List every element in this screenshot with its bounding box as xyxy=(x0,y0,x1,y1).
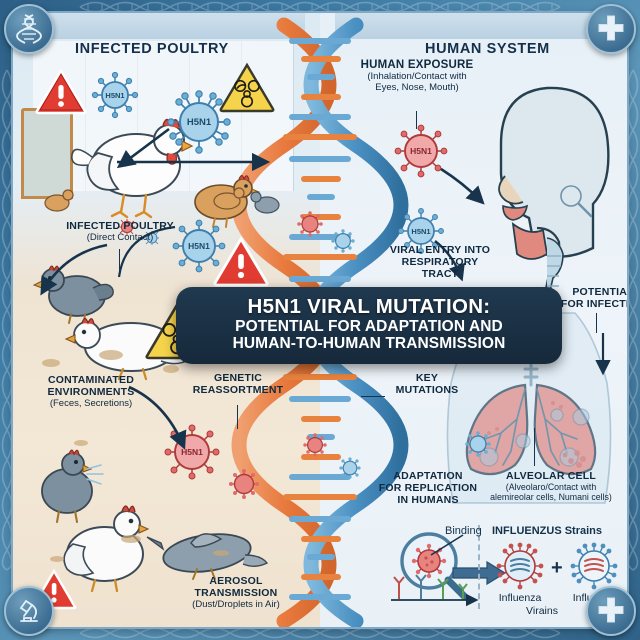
label-infected-poultry-sub: (Direct Contact) xyxy=(86,231,154,243)
arrow-exposure-to-entry xyxy=(440,167,485,205)
medical-cross-icon-badge-top-right xyxy=(586,4,636,54)
virus-particle-h5n1-top-left: H5N1 xyxy=(91,71,139,119)
virus-particle-small-e xyxy=(229,469,259,499)
label-human-exposure-sub1: (Inhalation/Contact with xyxy=(367,70,467,82)
chicken-illustration-sick-gray xyxy=(32,265,114,324)
label-human-exposure: HUMAN EXPOSURE (Inhalation/Contact with … xyxy=(339,59,495,93)
influenza-strain-blue-icon xyxy=(570,542,618,590)
leader-line-potential-infection xyxy=(596,313,597,333)
label-genetic-reassortment: GENETIC REASSORTMENT xyxy=(175,372,301,397)
title-banner-line2: POTENTIAL FOR ADAPTATION AND xyxy=(235,317,503,335)
dead-bird-illustration xyxy=(146,533,269,580)
label-alveolar-cell: ALVEOLAR CELL (Alveolaro/Contact with al… xyxy=(451,470,627,502)
leader-line-alveolar xyxy=(534,428,535,466)
biohazard-icon-top xyxy=(219,62,275,113)
medical-cross-icon-badge-bottom-right xyxy=(586,586,636,636)
label-adaptation-l2: FOR REPLICATION xyxy=(378,481,478,494)
label-human-exposure-title: HUMAN EXPOSURE xyxy=(360,59,474,71)
warning-triangle-icon-top-left xyxy=(35,68,87,115)
virus-particle-small-d xyxy=(339,457,361,479)
label-adaptation-l3: IN HUMANS xyxy=(397,493,459,506)
leader-line-key-mutations xyxy=(361,396,385,397)
influenza-strain-red-icon xyxy=(496,542,544,590)
leader-line-infected-poultry xyxy=(119,249,120,275)
label-key-mutations-l1: KEY xyxy=(415,372,439,384)
virus-particle-small-c xyxy=(303,433,327,457)
infographic-card: INFECTED POULTRY HUMAN SYSTEM xyxy=(13,13,627,627)
label-aerosol-transmission: AEROSOL TRANSMISSION (Dust/Droplets in A… xyxy=(161,575,311,610)
label-contaminated-l1: CONTAMINATED xyxy=(47,374,134,386)
right-header-band xyxy=(335,13,627,39)
virus-particle-small-g xyxy=(119,219,135,235)
label-key-mutations: KEY MUTATIONS xyxy=(379,372,475,397)
label-aerosol-l2: TRANSMISSION xyxy=(194,586,278,599)
medical-cross-icon xyxy=(598,597,624,623)
label-adaptation: ADAPTATION FOR REPLICATION IN HUMANS xyxy=(363,470,493,506)
label-potential-infection-l1: POTENTIAL xyxy=(572,286,627,298)
microscope-icon-badge-bottom-left xyxy=(4,586,54,636)
arrow-horizontal-ground xyxy=(117,152,271,172)
label-alveolar-sub2: alemireolar cells, Numani cells) xyxy=(490,491,612,502)
label-alveolar-sub1: (Alveolaro/Contact with xyxy=(505,481,597,492)
label-contaminated-l2: ENVIRONMENTS xyxy=(47,385,135,398)
label-viral-entry-l2: RESPIRATORY xyxy=(401,255,479,268)
label-aerosol-sub: (Dust/Droplets in Air) xyxy=(192,598,280,610)
section-title-left: INFECTED POULTRY xyxy=(75,41,229,57)
plus-sign-strains: + xyxy=(551,557,563,579)
dna-helix-icon-badge xyxy=(4,4,54,54)
label-human-exposure-sub2: Eyes, Nose, Mouth) xyxy=(375,81,459,93)
label-viral-entry-l1: VIRAL ENTRY INTO xyxy=(389,244,491,256)
title-banner-line1: H5N1 VIRAL MUTATION: xyxy=(247,295,491,318)
virus-particle-small-a xyxy=(297,211,323,237)
label-alveolar-title: ALVEOLAR CELL xyxy=(506,470,596,482)
virus-particle-small-f xyxy=(465,431,491,457)
ground-birds-cluster xyxy=(44,187,280,214)
label-binding: Binding xyxy=(445,525,482,537)
label-key-mutations-l2: MUTATIONS xyxy=(395,383,459,396)
arrow-infected-to-contaminated xyxy=(40,243,108,296)
warning-triangle-icon-mid-left xyxy=(213,236,269,287)
microscope-icon xyxy=(19,599,38,622)
label-influenza-strains: INFLUENZUS Strains xyxy=(492,525,603,537)
cell-receptors xyxy=(391,574,479,607)
leader-line-genetic xyxy=(237,405,238,429)
arrow-contaminated-to-aerosol xyxy=(128,385,187,450)
label-influenza-a-l1: Influenza xyxy=(498,592,542,604)
label-genetic-l2: REASSORTMENT xyxy=(192,383,284,396)
leader-line-binding xyxy=(430,534,464,556)
left-header-band xyxy=(13,13,305,39)
arrow-potential-infection-down xyxy=(595,333,611,376)
label-contaminated-sub: (Feces, Secretions) xyxy=(49,397,133,409)
lungs-illustration xyxy=(465,341,597,476)
label-viral-entry-l3: TRACT xyxy=(421,267,459,280)
label-infected-poultry-title: INFECTED POULTRY xyxy=(66,220,174,232)
label-viral-entry: VIRAL ENTRY INTO RESPIRATORY TRACT xyxy=(365,244,515,280)
label-infected-poultry: INFECTED POULTRY (Direct Contact) xyxy=(35,220,205,243)
arrow-curve-left-mid xyxy=(117,225,176,278)
leader-line-human-exposure xyxy=(416,111,417,129)
medical-cross-icon xyxy=(598,15,624,41)
arrow-entry-to-lungs xyxy=(434,240,465,282)
label-influenza-a: Influenza Virains xyxy=(489,592,558,617)
label-genetic-l1: GENETIC xyxy=(213,372,263,384)
title-banner: H5N1 VIRAL MUTATION: POTENTIAL FOR ADAPT… xyxy=(176,287,562,364)
chicken-illustration-bottom-blue xyxy=(41,449,104,524)
label-aerosol-l1: AEROSOL xyxy=(209,575,263,587)
dna-helix-icon xyxy=(16,14,42,44)
human-head-respiratory-illustration xyxy=(498,86,610,305)
label-potential-infection: POTENTIAL FOR INFECTION xyxy=(553,286,627,311)
virus-particle-h5n1-human-exposure: H5N1 xyxy=(394,124,448,178)
virus-particle-small-b xyxy=(331,229,355,253)
label-adaptation-l1: ADAPTATION xyxy=(393,470,463,482)
label-potential-infection-l2: FOR INFECTION xyxy=(560,297,627,310)
label-contaminated-environments: CONTAMINATED ENVIRONMENTS (Feces, Secret… xyxy=(15,374,167,409)
label-influenza-a-l2: Virains xyxy=(526,605,558,617)
section-divider-dashed xyxy=(478,525,480,609)
section-title-right: HUMAN SYSTEM xyxy=(425,41,550,57)
title-banner-line3: HUMAN-TO-HUMAN TRANSMISSION xyxy=(232,335,506,353)
arrow-poultry-to-ground xyxy=(116,127,170,169)
